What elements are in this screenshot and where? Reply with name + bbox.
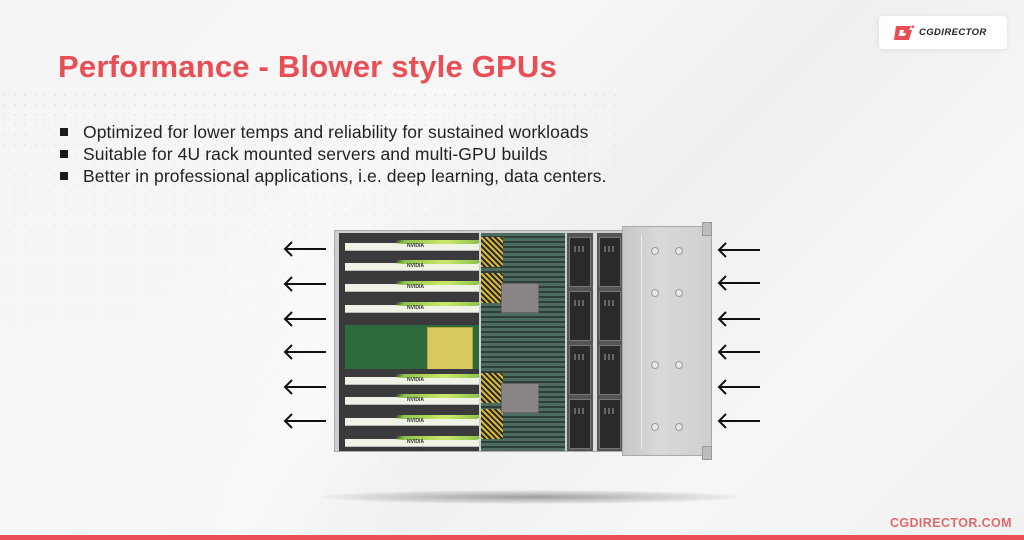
arrow-left-icon	[717, 242, 760, 258]
rack-ear	[702, 446, 712, 460]
arrow-left-icon	[283, 379, 326, 395]
arrow-left-icon	[717, 379, 760, 395]
arrow-left-icon	[283, 241, 326, 257]
logo-wordmark: CGDIRECTOR	[919, 27, 987, 38]
blower-gpu: NVIDIA	[345, 235, 479, 251]
server-shadow	[320, 490, 740, 504]
motherboard	[481, 233, 565, 451]
bullet-text: Better in professional applications, i.e…	[83, 165, 607, 186]
bottom-accent-bar	[0, 535, 1024, 540]
cpu-heatsink	[501, 383, 539, 413]
server-chassis: NVIDIA NVIDIA NVIDIA NVIDIA NVIDIA NVIDI…	[334, 230, 624, 452]
bullet-list: Optimized for lower temps and reliabilit…	[58, 121, 607, 187]
bullet-item: Better in professional applications, i.e…	[58, 165, 607, 187]
blower-gpu: NVIDIA	[345, 410, 479, 426]
arrow-left-icon	[283, 344, 326, 360]
blower-gpu: NVIDIA	[345, 297, 479, 313]
blower-gpu: NVIDIA	[345, 255, 479, 271]
bullet-item: Suitable for 4U rack mounted servers and…	[58, 143, 607, 165]
bullet-text: Suitable for 4U rack mounted servers and…	[83, 143, 548, 164]
footer-url[interactable]: CGDIRECTOR.COM	[889, 516, 1012, 530]
arrow-left-icon	[717, 275, 760, 291]
square-bullet-icon	[60, 128, 68, 136]
arrow-left-icon	[717, 413, 760, 429]
fan-wall	[567, 233, 623, 451]
arrow-left-icon	[283, 311, 326, 327]
square-bullet-icon	[60, 150, 68, 158]
rack-ear	[702, 222, 712, 236]
drive-bay-cover	[622, 226, 712, 456]
cgdirector-logo-icon	[893, 25, 915, 41]
arrow-left-icon	[717, 344, 760, 360]
blower-gpu: NVIDIA	[345, 276, 479, 292]
square-bullet-icon	[60, 172, 68, 180]
blower-gpu: NVIDIA	[345, 369, 479, 385]
blower-gpu: NVIDIA	[345, 431, 479, 447]
gpu-bay: NVIDIA NVIDIA NVIDIA NVIDIA NVIDIA NVIDI…	[339, 233, 479, 451]
bullet-item: Optimized for lower temps and reliabilit…	[58, 121, 607, 143]
rack-server-image: NVIDIA NVIDIA NVIDIA NVIDIA NVIDIA NVIDI…	[334, 222, 714, 460]
arrow-left-icon	[283, 413, 326, 429]
slide-title: Performance - Blower style GPUs	[58, 49, 557, 84]
cgdirector-logo[interactable]: CGDIRECTOR	[879, 16, 1007, 49]
blower-gpu: NVIDIA	[345, 389, 479, 405]
arrow-left-icon	[717, 311, 760, 327]
arrow-left-icon	[283, 276, 326, 292]
cpu-heatsink	[501, 283, 539, 313]
bullet-text: Optimized for lower temps and reliabilit…	[83, 121, 589, 142]
